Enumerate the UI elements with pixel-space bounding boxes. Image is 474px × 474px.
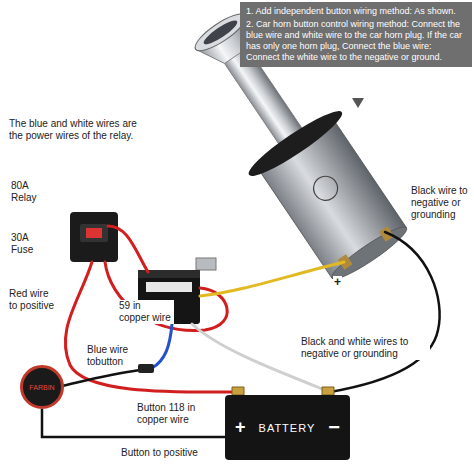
callout-label: 30A Fuse — [10, 232, 54, 256]
node-text: + — [235, 417, 246, 438]
node-text: 1. Add independent button wiring method:… — [246, 6, 466, 17]
battery: + BATTERY− — [225, 395, 350, 460]
yellow-wire — [200, 262, 344, 296]
callout-label: Button 118 in copper wire — [136, 402, 214, 426]
callout-label: Blue wire tobutton — [86, 344, 138, 368]
callout-label: Black and white wires to negative or gro… — [300, 336, 430, 360]
red-wire — [65, 262, 238, 392]
positive-clip — [232, 387, 244, 395]
red-wire — [108, 226, 148, 272]
negative-clip — [322, 387, 334, 395]
callout-label: The blue and white wires are the power w… — [8, 118, 142, 142]
note-box: 1. Add independent button wiring method:… — [240, 2, 472, 67]
callout-label: Red wire to positive — [8, 288, 56, 312]
wires — [62, 226, 440, 392]
callout-label: 80A Relay — [10, 180, 54, 204]
fuse-holder — [70, 212, 118, 262]
blue-wire — [152, 324, 172, 368]
button-wire — [62, 370, 140, 386]
button: FARBIN — [20, 365, 64, 409]
node-text: − — [328, 416, 340, 439]
note-pointer — [352, 98, 364, 108]
callout-label: 59 in copper wire — [118, 300, 174, 324]
callout-label: Button to positive — [120, 447, 199, 459]
callout-label: Black wire to negative or grounding — [410, 185, 472, 221]
node-text: FARBIN — [29, 384, 54, 391]
callout-label: + — [333, 276, 342, 288]
black-wire — [330, 232, 440, 392]
node-text: 2. Car horn button control wiring method… — [246, 19, 466, 63]
wire-connector — [138, 364, 154, 373]
relay-bracket — [196, 258, 216, 270]
node-text: BATTERY — [259, 422, 316, 434]
